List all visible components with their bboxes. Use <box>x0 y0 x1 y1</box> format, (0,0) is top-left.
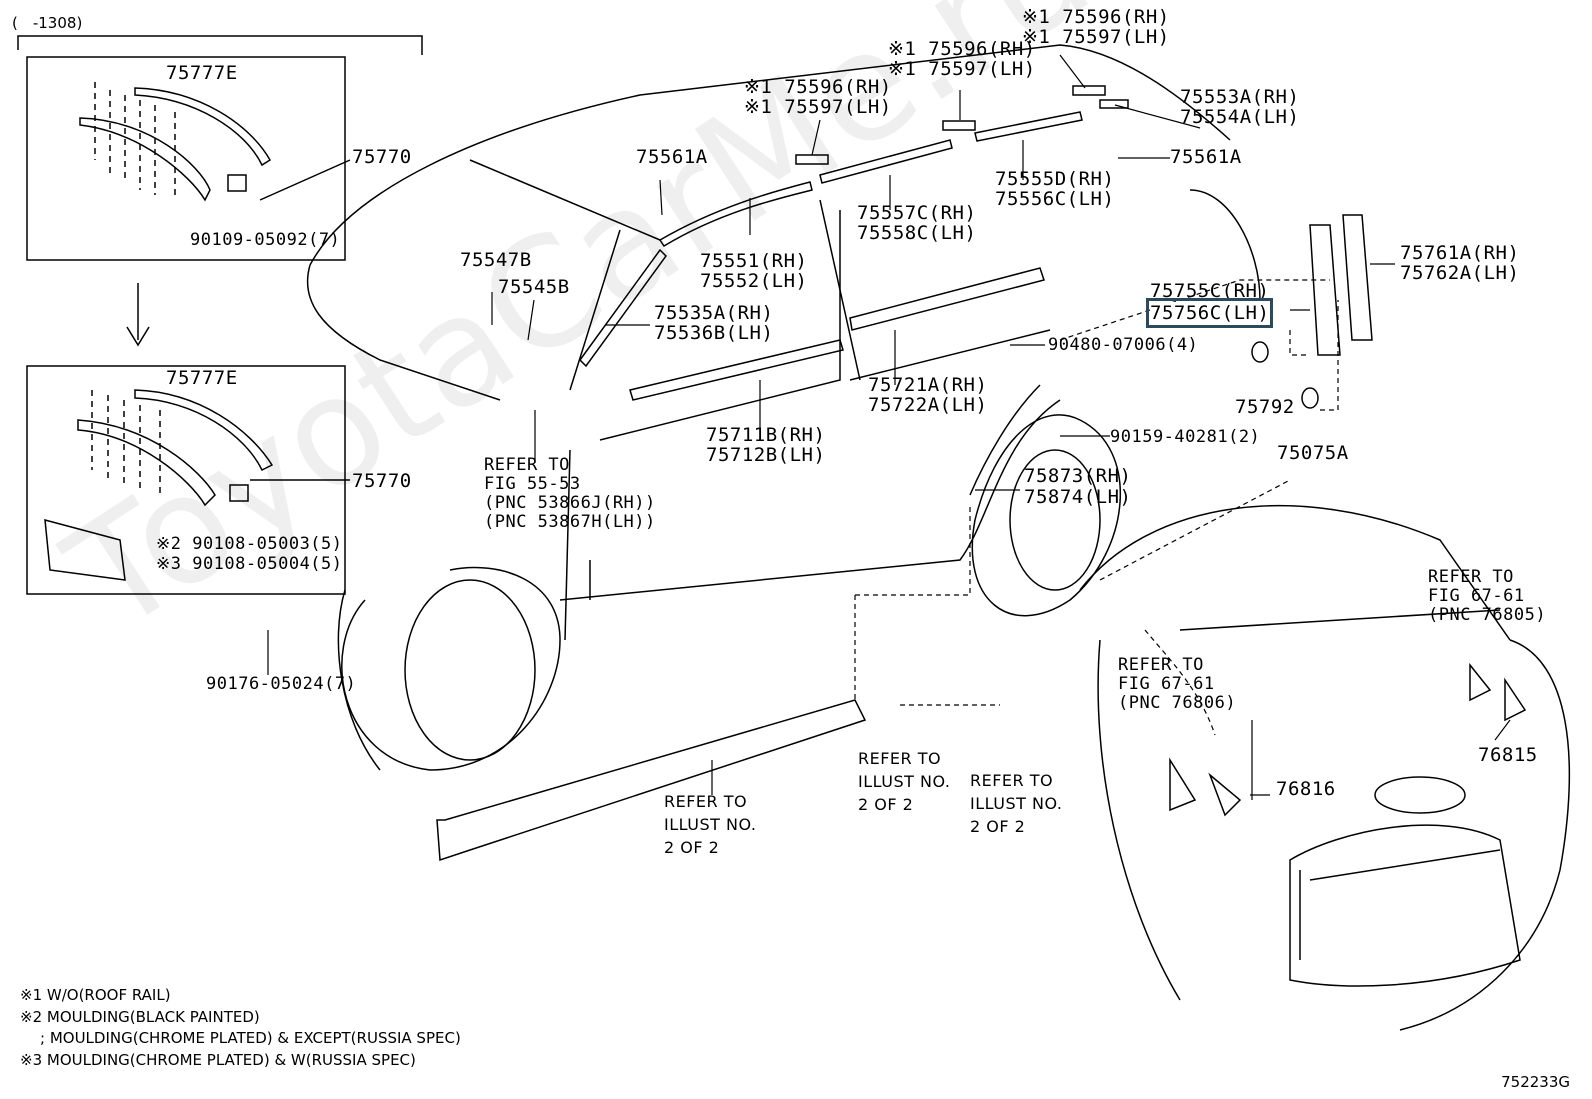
part-label-75597-top[interactable]: ※1 75597(LH) <box>1022 26 1170 48</box>
part-label-75596-mid[interactable]: ※1 75596(RH) <box>888 38 1036 60</box>
part-label-76816[interactable]: 76816 <box>1276 778 1336 800</box>
ref-fig-67-61-mid-line-3: (PNC 76806) <box>1118 693 1237 713</box>
ref-illust-b-line-3: 2 OF 2 <box>970 817 1026 836</box>
figure-code: 752233G <box>1501 1073 1570 1091</box>
date-range: ( -1308) <box>12 14 83 32</box>
ref-fig-55-53[interactable]: REFER TO FIG 55-53 (PNC 53866J(RH)) (PNC… <box>484 456 656 532</box>
part-label-75545b[interactable]: 75545B <box>498 276 570 298</box>
part-label-75075a[interactable]: 75075A <box>1277 442 1349 464</box>
part-label-75596-front[interactable]: ※1 75596(RH) <box>744 76 892 98</box>
part-label-75761a[interactable]: 75761A(RH) <box>1400 242 1520 264</box>
part-label-75551[interactable]: 75551(RH) <box>700 250 808 272</box>
ref-fig-67-61-rear-line-3: (PNC 76805) <box>1428 605 1547 625</box>
ref-illust-b-line-1: REFER TO <box>970 771 1054 790</box>
part-label-75556c[interactable]: 75556C(LH) <box>995 188 1115 210</box>
side-mouldings <box>437 86 1372 860</box>
ref-illust-rocker-line-1: REFER TO <box>664 792 748 811</box>
part-label-90108-05004[interactable]: ※3 90108-05004(5) <box>156 554 343 574</box>
part-label-90108-05003[interactable]: ※2 90108-05003(5) <box>156 534 343 554</box>
ref-fig-55-53-line-4: (PNC 53867H(LH)) <box>484 512 656 532</box>
ref-illust-a-line-2: ILLUST NO. <box>858 772 951 791</box>
leader-lines <box>268 55 1510 800</box>
down-arrow-icon <box>127 283 149 345</box>
part-label-75777e-top[interactable]: 75777E <box>166 62 238 84</box>
ref-illust-rocker-line-3: 2 OF 2 <box>664 838 720 857</box>
part-label-75792[interactable]: 75792 <box>1235 396 1295 418</box>
ref-illust-a[interactable]: REFER TO ILLUST NO. 2 OF 2 <box>858 747 950 816</box>
ref-fig-67-61-rear[interactable]: REFER TO FIG 67-61 (PNC 76805) <box>1428 568 1546 625</box>
ref-illust-rocker[interactable]: REFER TO ILLUST NO. 2 OF 2 <box>664 790 756 859</box>
ref-fig-67-61-mid-line-2: FIG 67-61 <box>1118 674 1215 694</box>
ref-fig-55-53-line-1: REFER TO <box>484 455 570 475</box>
part-label-75536b[interactable]: 75536B(LH) <box>654 322 774 344</box>
inset-top-moulding <box>80 82 350 200</box>
part-label-76815[interactable]: 76815 <box>1478 744 1538 766</box>
part-label-75711b[interactable]: 75711B(RH) <box>706 424 826 446</box>
footnote-2: ※2 MOULDING(BLACK PAINTED) <box>20 1008 260 1026</box>
ref-illust-a-line-3: 2 OF 2 <box>858 795 914 814</box>
ref-fig-67-61-mid[interactable]: REFER TO FIG 67-61 (PNC 76806) <box>1118 656 1236 713</box>
part-label-75561a-front[interactable]: 75561A <box>636 146 708 168</box>
part-label-75555d[interactable]: 75555D(RH) <box>995 168 1115 190</box>
ref-fig-67-61-rear-line-1: REFER TO <box>1428 567 1514 587</box>
part-label-75755c[interactable]: 75755C(RH) <box>1150 280 1270 302</box>
ref-fig-55-53-line-3: (PNC 53866J(RH)) <box>484 493 656 513</box>
part-label-75712b[interactable]: 75712B(LH) <box>706 444 826 466</box>
part-label-90109-05092[interactable]: 90109-05092(7) <box>190 230 341 250</box>
part-label-75721a[interactable]: 75721A(RH) <box>868 374 988 396</box>
part-label-75874[interactable]: 75874(LH) <box>1024 486 1132 508</box>
part-label-75597-mid[interactable]: ※1 75597(LH) <box>888 58 1036 80</box>
ref-fig-67-61-mid-line-1: REFER TO <box>1118 655 1204 675</box>
part-label-75770-top[interactable]: 75770 <box>352 146 412 168</box>
part-label-90159-40281[interactable]: 90159-40281(2) <box>1110 427 1261 447</box>
part-label-75557c[interactable]: 75557C(RH) <box>857 202 977 224</box>
part-label-75770-bottom[interactable]: 75770 <box>352 470 412 492</box>
part-label-75552[interactable]: 75552(LH) <box>700 270 808 292</box>
footnote-1: ※1 W/O(ROOF RAIL) <box>20 986 171 1004</box>
rear-view-outline <box>1080 506 1569 1030</box>
part-label-75756c-highlighted[interactable]: 75756C(LH) <box>1145 298 1274 328</box>
part-label-75547b[interactable]: 75547B <box>460 249 532 271</box>
part-label-75762a[interactable]: 75762A(LH) <box>1400 262 1520 284</box>
ref-fig-55-53-line-2: FIG 55-53 <box>484 474 581 494</box>
part-label-75558c[interactable]: 75558C(LH) <box>857 222 977 244</box>
part-label-90176-05024[interactable]: 90176-05024(7) <box>206 674 357 694</box>
part-label-75777e-bottom[interactable]: 75777E <box>166 367 238 389</box>
part-label-75722a[interactable]: 75722A(LH) <box>868 394 988 416</box>
ref-fig-67-61-rear-line-2: FIG 67-61 <box>1428 586 1525 606</box>
inset-top-frame <box>27 57 345 260</box>
part-label-75554a[interactable]: 75554A(LH) <box>1180 106 1300 128</box>
footnote-2-cont: ; MOULDING(CHROME PLATED) & EXCEPT(RUSSI… <box>40 1029 461 1047</box>
ref-illust-b-line-2: ILLUST NO. <box>970 794 1063 813</box>
inset-bottom-moulding <box>45 390 350 580</box>
ref-illust-rocker-line-2: ILLUST NO. <box>664 815 757 834</box>
vehicle-outline <box>308 45 1260 770</box>
part-label-75553a[interactable]: 75553A(RH) <box>1180 86 1300 108</box>
date-bracket <box>18 36 422 55</box>
part-label-75597-front[interactable]: ※1 75597(LH) <box>744 96 892 118</box>
part-label-75596-top[interactable]: ※1 75596(RH) <box>1022 6 1170 28</box>
ref-illust-a-line-1: REFER TO <box>858 749 942 768</box>
part-label-75535a[interactable]: 75535A(RH) <box>654 302 774 324</box>
part-label-75873[interactable]: 75873(RH) <box>1024 465 1132 487</box>
footnote-3: ※3 MOULDING(CHROME PLATED) & W(RUSSIA SP… <box>20 1051 416 1069</box>
part-label-75561a-rear[interactable]: 75561A <box>1170 146 1242 168</box>
part-label-90480-07006[interactable]: 90480-07006(4) <box>1048 335 1199 355</box>
ref-illust-b[interactable]: REFER TO ILLUST NO. 2 OF 2 <box>970 769 1062 838</box>
